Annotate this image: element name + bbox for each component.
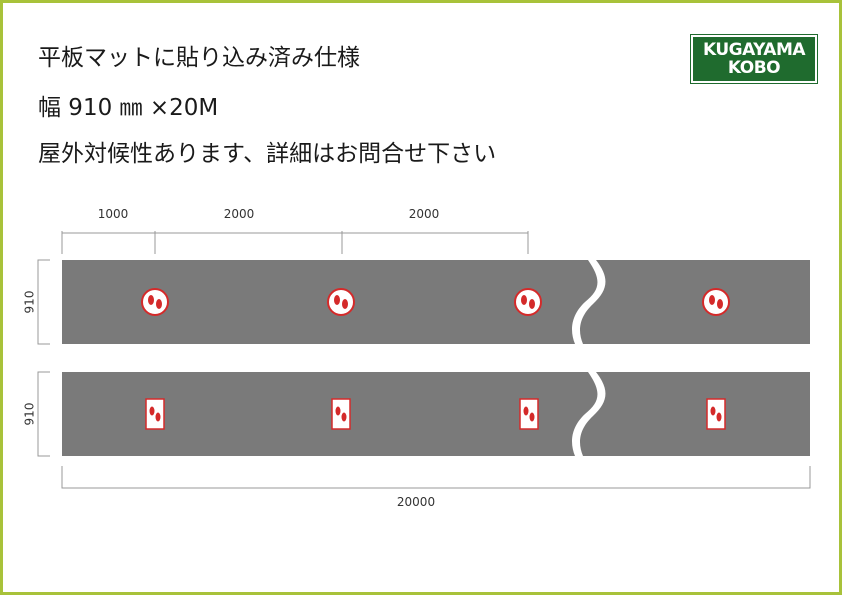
row2-width-bracket: [37, 371, 50, 457]
logo-line2: KOBO: [727, 58, 781, 78]
total-length-label: 20000: [397, 495, 435, 509]
mat-row2-right: [580, 372, 810, 456]
rectangle-footprints-icon: [519, 398, 539, 430]
total-dimension-bracket: [61, 466, 811, 489]
mat-row2: [62, 372, 598, 456]
title-size-line: 幅 910 ㎜ ×20M: [38, 95, 219, 121]
mat-row1-right: [580, 260, 810, 344]
row2-width-label: 910: [23, 403, 37, 426]
dim-seg3-label: 2000: [409, 207, 440, 221]
logo-line1: KUGAYAMA: [702, 40, 806, 60]
rectangle-footprints-icon: [331, 398, 351, 430]
dim-seg1-label: 1000: [98, 207, 129, 221]
top-dimension-lines: [61, 231, 529, 254]
title-weather-line: 屋外対候性あります、詳細はお問合せ下さい: [38, 141, 497, 167]
row1-width-label: 910: [23, 291, 37, 314]
dim-seg2-label: 2000: [224, 207, 255, 221]
kugayama-kobo-logo: KUGAYAMA KOBO: [690, 34, 818, 84]
title-spec-line: 平板マットに貼り込み済み仕様: [38, 45, 360, 71]
circle-footprints-icon: [327, 288, 355, 316]
circle-footprints-icon: [141, 288, 169, 316]
row1-width-bracket: [37, 259, 50, 345]
circle-footprints-icon: [514, 288, 542, 316]
circle-footprints-icon: [702, 288, 730, 316]
rectangle-footprints-icon: [706, 398, 726, 430]
rectangle-footprints-icon: [145, 398, 165, 430]
